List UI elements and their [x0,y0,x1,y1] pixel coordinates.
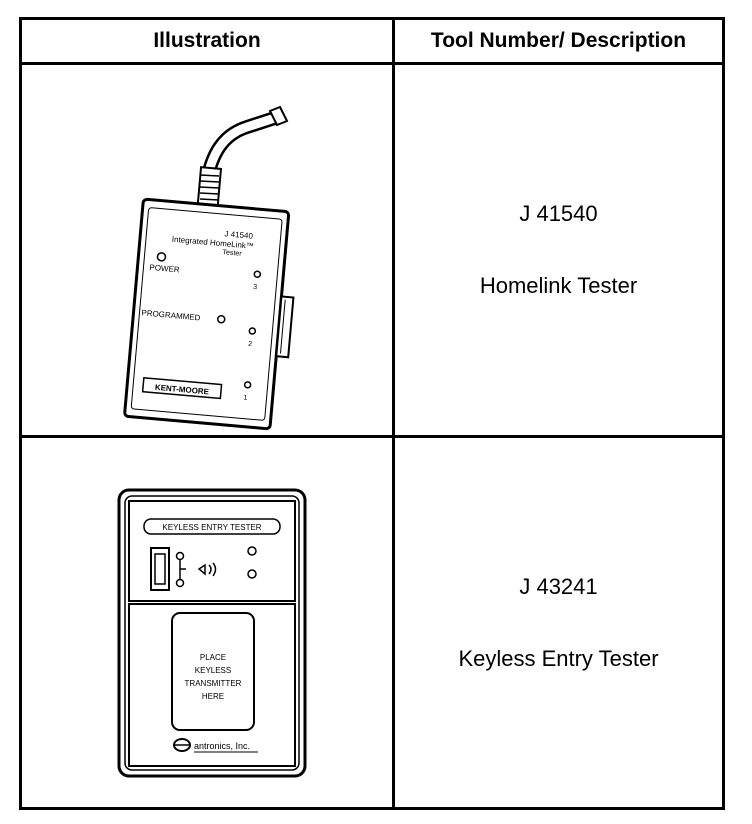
tool-description: Keyless Entry Tester [458,645,659,671]
brand-text: antronics, Inc. [194,741,250,751]
column-divider [392,20,395,807]
led-1-icon [243,381,252,389]
header-tool-description: Tool Number/ Description [430,29,687,52]
row-divider [22,435,722,438]
table-row: J 41540 Integrated HomeLink™ Tester POWE… [22,65,722,435]
illustration-cell: J 41540 Integrated HomeLink™ Tester POWE… [22,65,392,435]
tool-number: J 41540 [519,201,598,226]
illustration-cell: KEYLESS ENTRY TESTER [22,438,392,807]
indicator-bottom-icon [247,569,257,579]
led-1-label: 1 [243,395,248,402]
instruction-line-4: HERE [202,692,224,701]
led-top-icon [175,551,185,561]
homelink-tester-illustration: J 41540 Integrated HomeLink™ Tester POWE… [123,105,295,431]
tool-table: Illustration Tool Number/ Description [19,17,725,810]
led-2-label: 2 [248,341,253,348]
device-title: KEYLESS ENTRY TESTER [162,523,261,532]
led-3-icon [253,270,262,278]
header-illustration: Illustration [153,29,261,52]
power-led-icon [156,252,167,262]
table-row: KEYLESS ENTRY TESTER [22,438,722,807]
programmed-led-icon [216,315,226,324]
instruction-line-3: TRANSMITTER [185,679,242,688]
instruction-line-2: KEYLESS [195,666,231,675]
indicator-top-icon [247,546,257,556]
keyless-entry-tester-illustration: KEYLESS ENTRY TESTER [117,488,307,778]
led-3-label: 3 [253,284,258,291]
description-cell: J 43241 Keyless Entry Tester [395,438,722,807]
speaker-icon [197,562,217,577]
tool-number: J 43241 [519,573,598,599]
led-2-icon [248,327,257,335]
product2-text: Tester [222,249,242,258]
tool-description: Homelink Tester [479,273,638,298]
power-label: POWER [149,263,180,275]
header-divider [22,62,722,65]
led-bottom-icon [175,578,185,588]
model-text: J 41540 [224,229,254,240]
instruction-line-1: PLACE [200,653,226,662]
description-cell: J 41540 Homelink Tester [395,65,722,435]
